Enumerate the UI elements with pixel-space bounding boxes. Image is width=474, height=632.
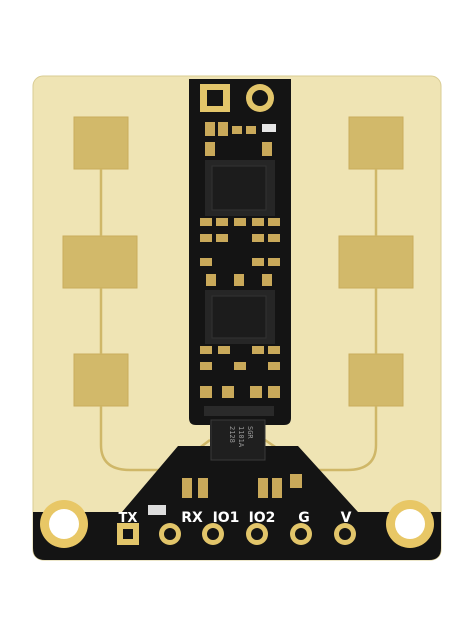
chip-marking-line-1: SGR (246, 426, 254, 439)
ic-chip-lower (205, 290, 275, 344)
chip-marking-line-2: 1101A (237, 426, 245, 448)
right-antenna-array (264, 116, 414, 472)
ic-chip-upper (205, 160, 275, 216)
pin-header (117, 523, 356, 545)
mounting-hole-right (386, 500, 434, 548)
marked-chip: SGR 1101A 2128 (210, 419, 266, 461)
pin-label-io1: IO1 (213, 510, 240, 526)
pin-label-g: G (298, 510, 310, 526)
chip-marking-line-3: 2128 (228, 426, 236, 443)
pin-label-io2: IO2 (249, 510, 276, 526)
pin-label-tx: TX (119, 511, 138, 526)
pin-label-v: V (341, 510, 352, 526)
bottom-smd-parts (148, 474, 302, 515)
left-antenna-array (62, 116, 211, 472)
mounting-hole-left (40, 500, 88, 548)
top-header-pads (200, 84, 274, 112)
pin-label-rx: RX (181, 510, 203, 526)
